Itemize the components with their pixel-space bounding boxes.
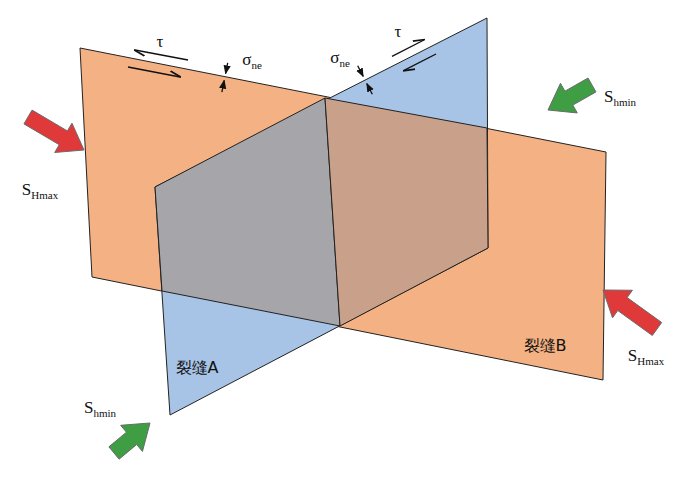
plane-face [155,18,488,415]
stress-arrow [367,84,373,95]
stress-symbol: Shmin [604,87,636,108]
symbol-base: τ [157,32,164,51]
symbol-base: S [84,398,93,417]
symbol-subscript: Hmax [637,355,664,367]
symbol-subscript: ne [251,59,261,71]
stress-symbol: Shmin [84,398,116,419]
stress-symbol: σne [330,48,350,69]
principal-stress-arrow [548,78,596,113]
symbol-subscript: ne [339,57,349,69]
stress-symbol: τ [157,32,164,52]
symbol-base: S [22,180,31,199]
stress-symbol: SHmax [628,346,664,367]
symbol-subscript: Hmax [31,189,58,201]
plane-overlap [155,98,340,326]
stress-symbol: τ [395,22,402,42]
symbol-base: S [628,346,637,365]
symbol-base: σ [242,50,251,69]
symbol-base: τ [395,22,402,41]
principal-stress-arrow [24,110,84,152]
stress-symbol: SHmax [22,180,58,201]
fracture-plane: 裂缝A [155,18,488,415]
principal-stress-arrow [109,423,150,459]
principal-stress-arrow [603,290,662,335]
stress-arrow [135,50,188,60]
symbol-subscript: hmin [93,407,116,419]
stress-arrow [222,80,224,92]
symbol-base: S [604,87,613,106]
plane-shape [155,18,488,415]
plane-overlap [325,98,488,326]
stress-arrow [392,40,424,56]
symbol-subscript: hmin [613,96,636,108]
stress-arrow [358,66,364,77]
fracture-label: 裂缝A [176,358,219,379]
symbol-base: σ [330,48,339,67]
stress-symbol: σne [242,50,262,71]
stress-arrow [226,63,228,74]
fracture-label: 裂缝B [524,336,567,357]
stress-arrow [128,67,180,77]
stress-arrow [404,54,436,70]
